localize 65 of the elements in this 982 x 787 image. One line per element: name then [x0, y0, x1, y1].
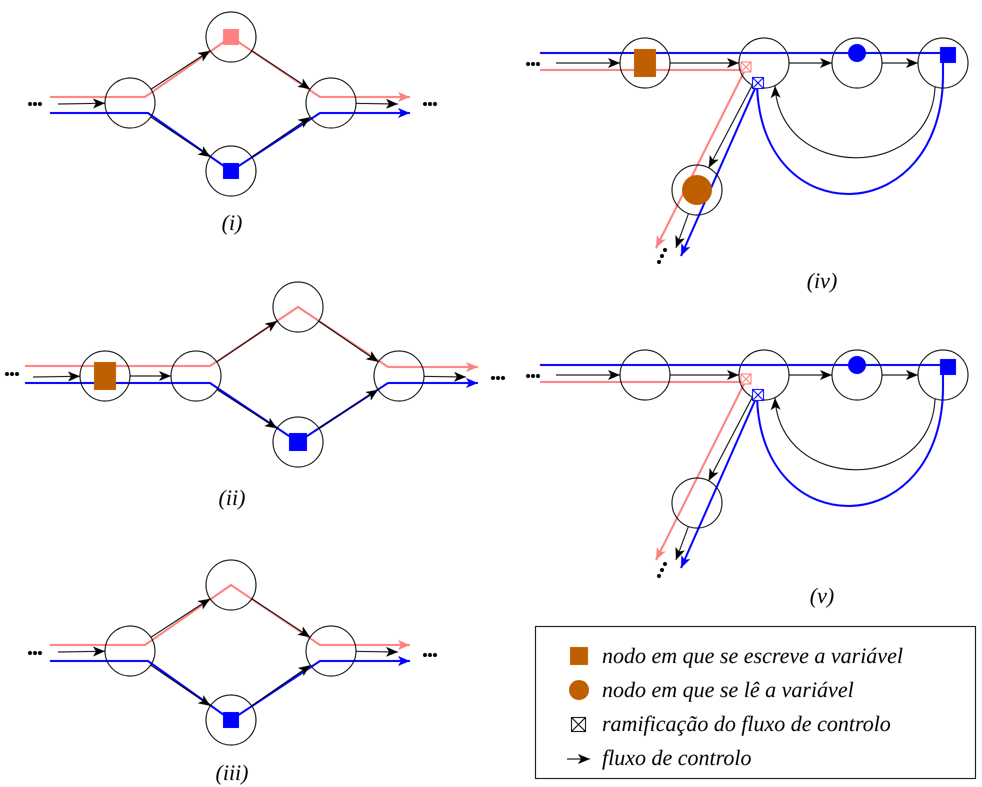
node-circle — [620, 38, 670, 88]
control-flow-arrow — [424, 372, 466, 382]
control-flow-arrow — [708, 396, 753, 482]
legend-label: nodo em que se escreve a variável — [602, 645, 903, 667]
control-flow-arrow — [130, 371, 172, 381]
control-flow-arrow — [150, 664, 211, 706]
node-circle — [832, 38, 882, 88]
control-flow-arrow — [882, 58, 918, 68]
control-flow-arrow — [708, 84, 753, 168]
node-circle — [206, 12, 256, 62]
control-flow-arrow — [788, 370, 832, 380]
node-circle — [672, 164, 722, 216]
panel-caption: (v) — [810, 585, 834, 607]
control-flow-arrow — [318, 320, 379, 362]
control-flow-arrow — [772, 86, 936, 158]
control-flow-arrow — [58, 646, 106, 656]
control-flow-arrow — [788, 58, 832, 68]
control-flow-arrow — [556, 58, 620, 68]
control-flow-arrow — [670, 58, 740, 68]
node-circle — [206, 146, 256, 196]
node-circle — [738, 350, 790, 400]
control-flow-arrow — [216, 320, 278, 362]
node-circle — [306, 626, 356, 676]
node-circle — [104, 78, 156, 128]
legend-label: fluxo de controlo — [602, 747, 752, 769]
node-circle — [80, 350, 130, 402]
control-flow-arrow — [675, 213, 689, 248]
node-circle — [306, 78, 356, 128]
node-circle — [918, 350, 968, 400]
panel-caption: (ii) — [218, 487, 246, 509]
node-circle — [206, 560, 256, 610]
node-circle — [272, 416, 324, 468]
control-flow-arrow — [556, 370, 620, 380]
node-circle — [170, 350, 222, 402]
control-flow-arrow — [882, 370, 918, 380]
node-circle — [738, 38, 790, 88]
panel-caption: (i) — [222, 212, 242, 234]
control-flow-arrow — [670, 370, 740, 380]
control-flow-arrow — [150, 598, 211, 638]
legend-label: ramificação do fluxo de controlo — [602, 713, 891, 735]
control-flow-arrow — [32, 371, 80, 382]
panel-caption: (iv) — [806, 270, 838, 292]
control-flow-arrow — [675, 526, 689, 560]
control-flow-arrow — [251, 50, 311, 90]
control-flow-arrow — [150, 116, 211, 158]
control-flow-arrow — [251, 664, 311, 706]
node-circle — [918, 38, 968, 88]
panel-caption: (iii) — [216, 762, 248, 784]
control-flow-arrow — [356, 98, 398, 109]
control-flow-arrow — [356, 646, 398, 657]
control-flow-arrow — [58, 98, 106, 108]
control-flow-arrow — [251, 116, 311, 158]
node-circle — [672, 478, 722, 528]
control-flow-arrow — [150, 50, 211, 90]
legend-label: nodo em que se lê a variável — [602, 679, 854, 701]
node-circle — [272, 282, 324, 332]
node-circle — [104, 626, 156, 676]
node-circle — [374, 350, 424, 402]
node-circle — [206, 694, 256, 746]
node-circle — [832, 350, 882, 400]
control-flow-arrow — [216, 389, 278, 429]
control-flow-arrow — [772, 398, 936, 470]
control-flow-arrow — [251, 598, 311, 638]
node-circle — [620, 350, 670, 400]
control-flow-arrow — [318, 389, 379, 429]
